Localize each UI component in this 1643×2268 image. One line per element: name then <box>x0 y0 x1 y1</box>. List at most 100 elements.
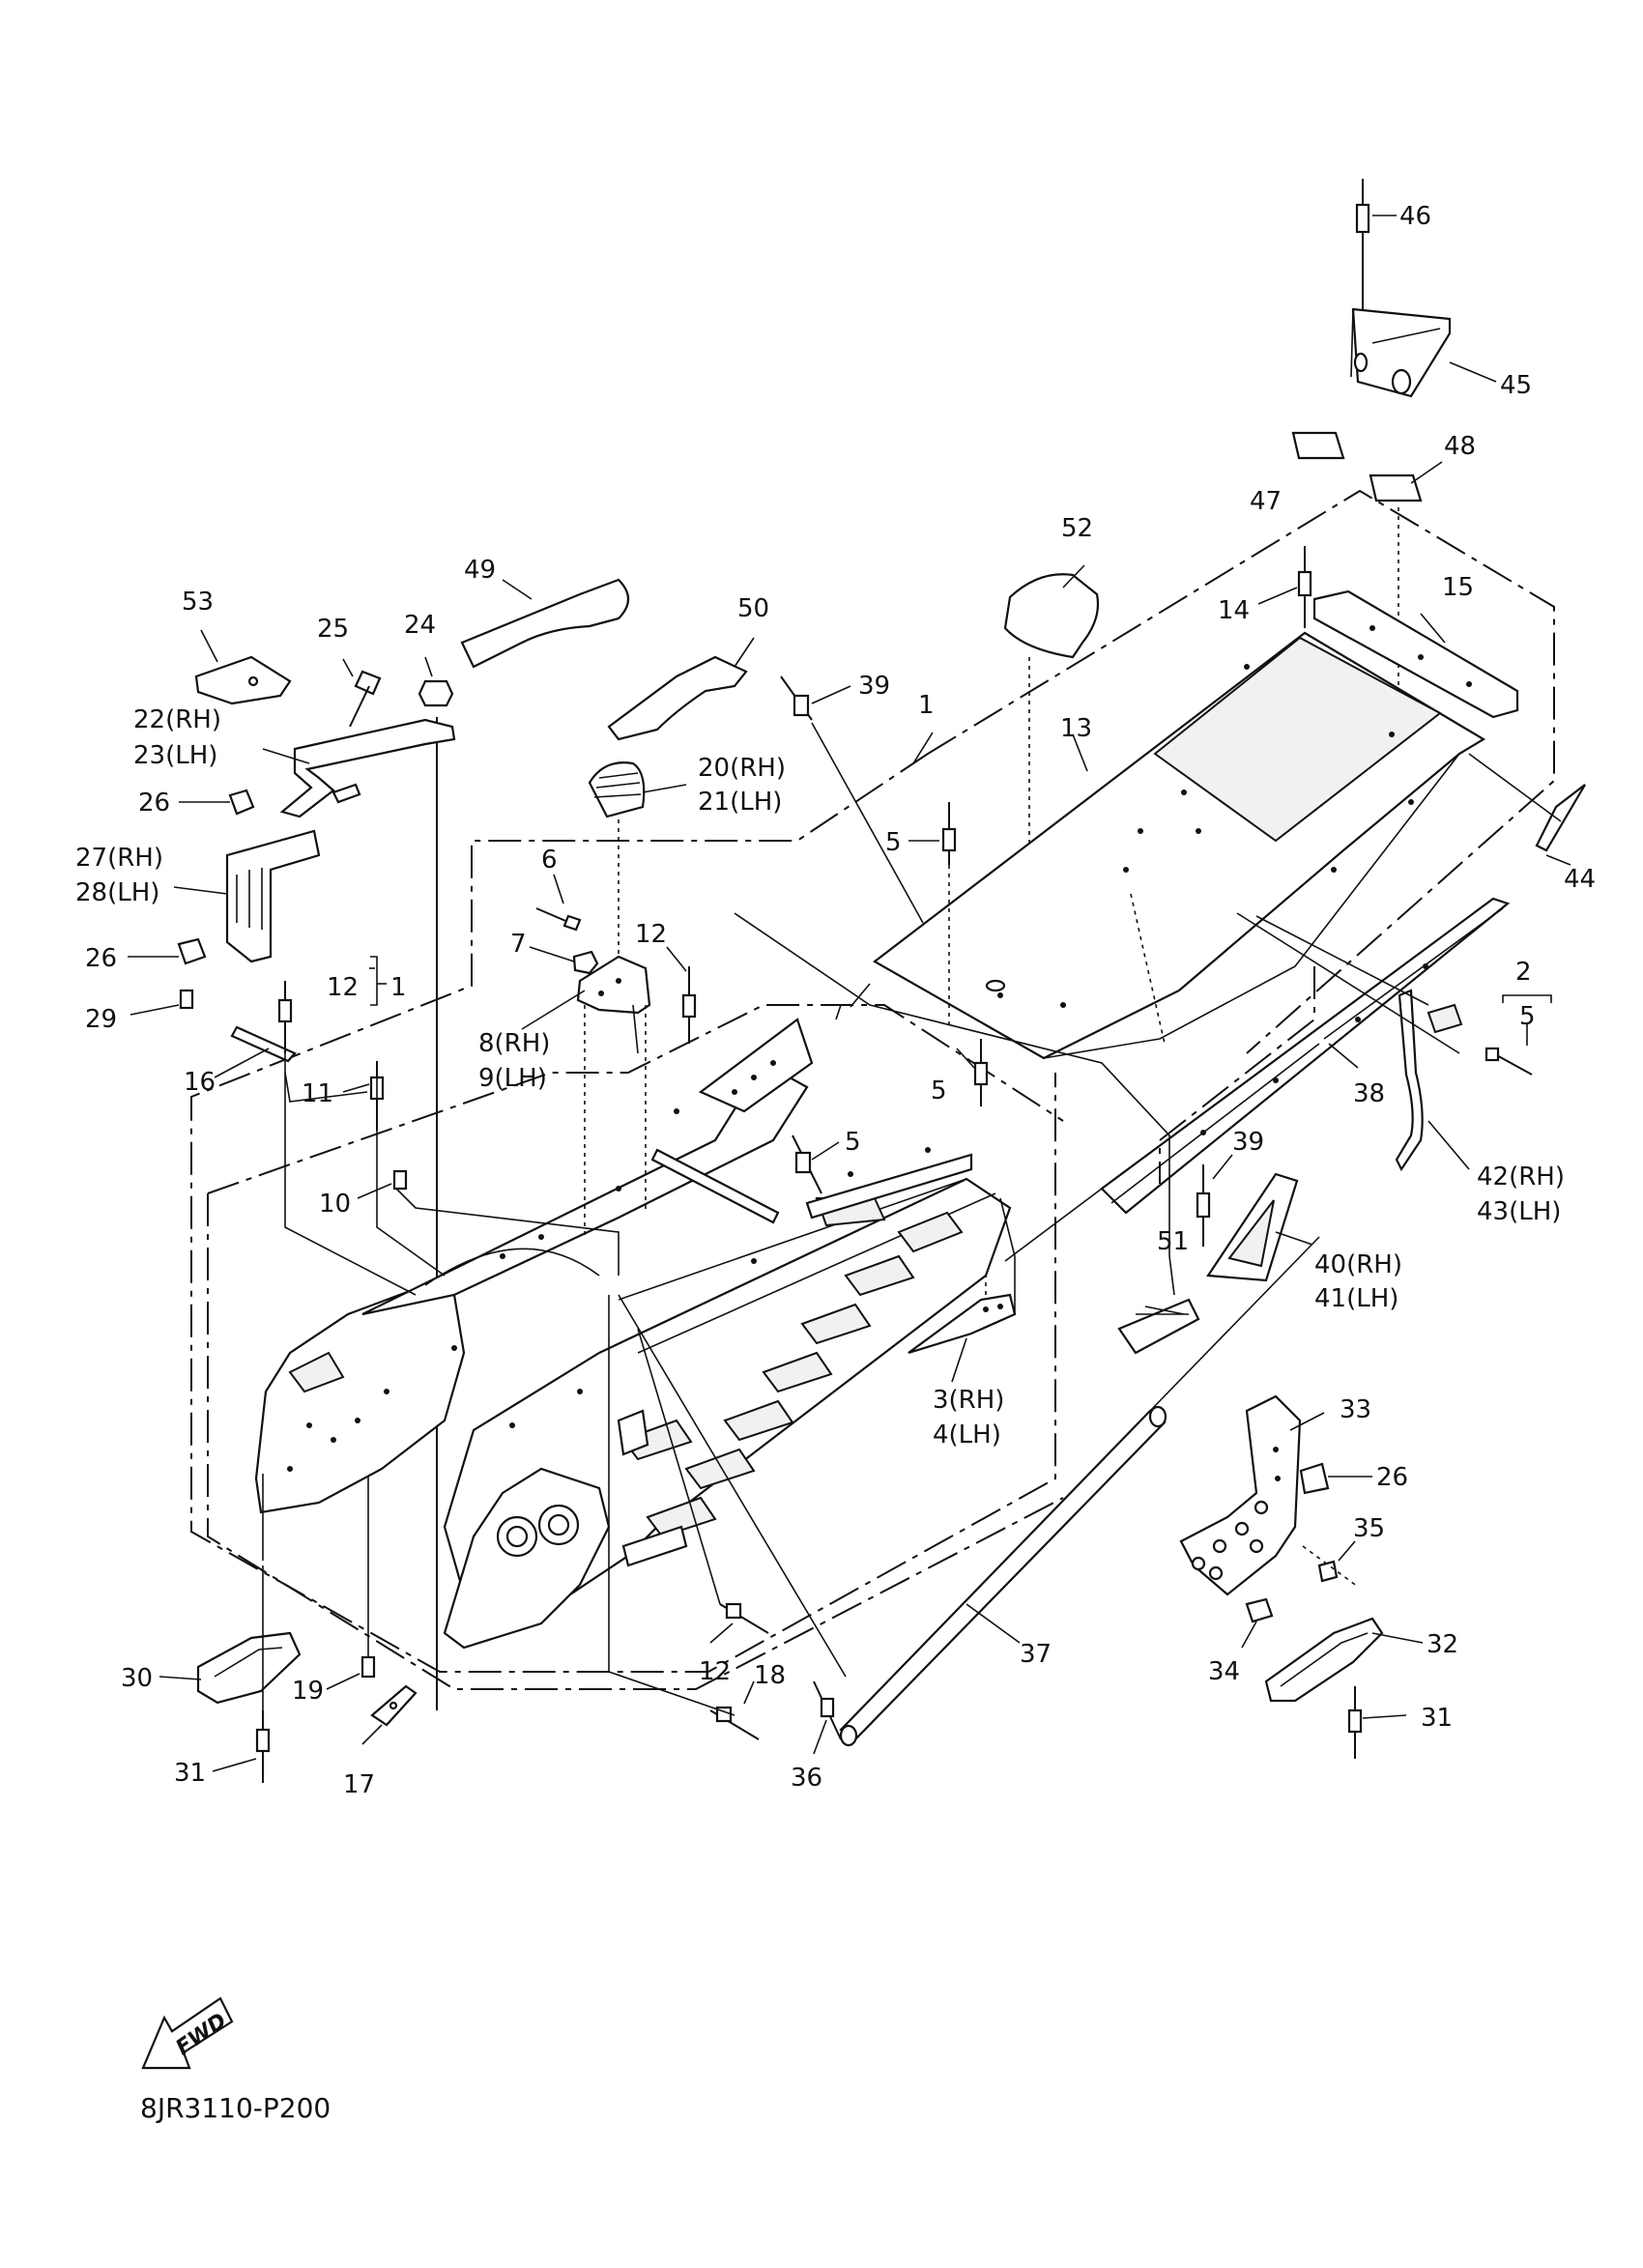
callout-5a: 5 <box>885 828 902 857</box>
callout-labels: 46 45 48 47 52 15 14 49 53 25 24 50 39 1… <box>75 202 1596 1799</box>
diagram-code: 8JR3110-P200 <box>140 2092 331 2124</box>
callout-30: 30 <box>121 1664 153 1693</box>
callout-12a: 12 <box>635 920 667 949</box>
part-49-pad <box>460 578 630 669</box>
callout-39a: 39 <box>858 672 890 701</box>
callout-21: 21(LH) <box>698 788 782 817</box>
callout-27: 27(RH) <box>75 844 163 873</box>
part-15-rail <box>1312 589 1519 719</box>
callout-1b: 1 <box>390 973 407 1002</box>
callout-5d: 5 <box>845 1128 861 1157</box>
callout-14: 14 <box>1218 596 1250 625</box>
part-26-clip-right <box>1299 1462 1372 1495</box>
frame-cutouts <box>621 1197 964 1538</box>
callout-19: 19 <box>292 1677 324 1706</box>
part-35-bolt <box>1302 1540 1359 1588</box>
part-31-rivet-left <box>212 1710 271 1783</box>
part-34-bolt <box>1241 1597 1274 1649</box>
part-25-bolt <box>342 658 382 728</box>
callout-31b: 31 <box>1421 1704 1453 1733</box>
callout-38: 38 <box>1353 1079 1385 1108</box>
part-10-bolt <box>357 1169 408 1199</box>
part-6-bolt <box>535 874 582 932</box>
callout-42: 42(RH) <box>1477 1163 1565 1191</box>
part-33-bracket <box>1179 1394 1325 1596</box>
callout-28: 28(LH) <box>75 878 159 907</box>
part-30-footrest <box>159 1631 302 1705</box>
part-26-clip <box>228 789 255 816</box>
main-tunnel-frame <box>254 1018 1012 1650</box>
part-52-pad <box>1003 573 1100 659</box>
callout-39b: 39 <box>1232 1128 1264 1157</box>
callout-12c: 12 <box>699 1657 731 1686</box>
part-36-rivet <box>813 1680 842 1755</box>
callout-49: 49 <box>464 556 496 585</box>
callout-22: 22(RH) <box>133 705 221 734</box>
callout-29: 29 <box>85 1005 117 1034</box>
callout-45: 45 <box>1500 371 1532 400</box>
part-37-bar <box>839 1236 1320 1747</box>
part-8-9-bracket <box>521 955 651 1054</box>
callout-26a: 26 <box>138 789 170 818</box>
callout-5c: 5 <box>931 1077 947 1105</box>
part-38-rail <box>1100 897 1511 1215</box>
callout-32: 32 <box>1427 1630 1458 1659</box>
callout-36: 36 <box>791 1764 822 1793</box>
callout-44: 44 <box>1564 865 1596 894</box>
callout-9: 9(LH) <box>478 1064 547 1093</box>
part-31-rivet-right <box>1347 1686 1407 1759</box>
part-17-plate <box>361 1684 418 1745</box>
callout-11: 11 <box>302 1079 333 1108</box>
part-29-bolt <box>130 989 194 1016</box>
callout-10: 10 <box>319 1190 351 1219</box>
callout-23: 23(LH) <box>133 741 217 770</box>
callout-17: 17 <box>343 1770 375 1799</box>
part-18-rivet <box>709 1680 760 1740</box>
callout-37: 37 <box>1020 1640 1052 1669</box>
part-7-nut <box>529 946 599 975</box>
callout-51: 51 <box>1157 1227 1189 1256</box>
callout-26b: 26 <box>85 944 117 973</box>
callout-26c: 26 <box>1376 1463 1408 1492</box>
callout-46: 46 <box>1399 202 1431 231</box>
part-47-label <box>1291 431 1345 460</box>
callout-40: 40(RH) <box>1314 1250 1402 1279</box>
part-51-block <box>1117 1255 1200 1355</box>
part-26-clip-lower <box>177 937 207 965</box>
part-20-21-cover <box>588 761 687 957</box>
callout-16: 16 <box>184 1068 216 1097</box>
part-27-28-bracket <box>173 829 321 963</box>
part-5-rivet-mid <box>956 1039 989 1106</box>
callout-31a: 31 <box>174 1759 206 1788</box>
callout-1: 1 <box>918 691 935 720</box>
callout-33: 33 <box>1340 1395 1371 1424</box>
assembly-outline-2 <box>207 1004 1064 1690</box>
group-bracket-12-1 <box>369 956 387 1006</box>
callout-4: 4(LH) <box>933 1421 1001 1450</box>
callout-7: 7 <box>510 930 527 959</box>
callout-34: 34 <box>1208 1657 1240 1686</box>
part-5-rivet-frame <box>792 1134 840 1194</box>
part-5-rivet-right <box>1484 994 1552 1076</box>
callout-52: 52 <box>1061 514 1093 543</box>
callout-5b: 5 <box>1519 1002 1536 1031</box>
part-5-rivet-panel <box>908 802 957 1024</box>
part-39-rivet-right <box>1196 1154 1233 1247</box>
part-12-rivet-upper <box>666 946 697 1044</box>
part-50-pad <box>607 655 748 741</box>
part-32-footrest <box>1264 1617 1424 1703</box>
callout-41: 41(LH) <box>1314 1284 1398 1313</box>
part-53-cover <box>194 655 292 705</box>
leader-lines <box>262 732 1460 1716</box>
part-39-rivet-top <box>780 675 924 924</box>
part-16-strip <box>214 1025 297 1078</box>
callout-20: 20(RH) <box>698 754 786 783</box>
callout-13: 13 <box>1060 714 1092 743</box>
callout-24: 24 <box>404 611 436 640</box>
callout-15: 15 <box>1442 573 1474 602</box>
part-13-tunnel-panel <box>873 631 1486 1060</box>
part-45-housing <box>1350 307 1497 398</box>
callout-43: 43(LH) <box>1477 1197 1561 1226</box>
callout-2b: 2 <box>1515 958 1532 987</box>
